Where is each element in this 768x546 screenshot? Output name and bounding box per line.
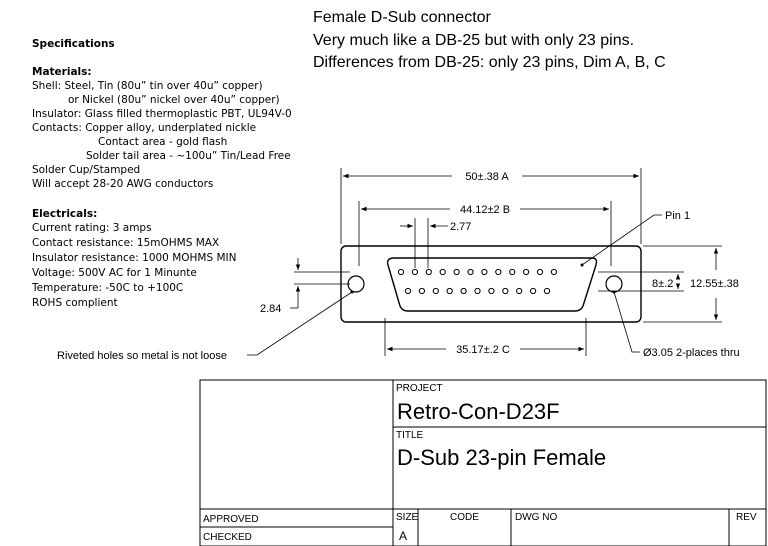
contact-pin: [543, 287, 551, 295]
title-label: TITLE: [396, 430, 424, 441]
pin-row-top: [397, 268, 558, 276]
hole-offset-label: 2.84: [260, 303, 281, 315]
contact-pin: [425, 268, 432, 276]
rivet-leader: [247, 291, 353, 356]
dim-b-label: 44.12±2 B: [460, 204, 510, 216]
material-line: or Nickel (80u” nickel over 40u” copper): [68, 94, 280, 106]
contact-pin: [418, 287, 425, 295]
contact-pin: [523, 268, 530, 276]
material-line: Contacts: Copper alloy, underplated nick…: [32, 122, 257, 134]
electrical-line: Insulator resistance: 1000 MOHMS MIN: [32, 252, 237, 264]
height-label: 12.55±.38: [690, 278, 739, 290]
contact-pin: [397, 268, 405, 276]
insulator-outline: [386, 257, 598, 312]
contact-pin: [439, 268, 446, 276]
specifications-title: Specifications: [32, 38, 115, 50]
contact-pin: [502, 287, 509, 295]
material-line: Contact area - gold flash: [98, 136, 228, 148]
connector-drawing: 50±.38 A 44.12±2 B 35.17±.2 C 2.77 Pin 1…: [57, 168, 740, 362]
contact-pin: [411, 268, 418, 276]
electricals-title: Electricals:: [32, 208, 98, 220]
size-label: SIZE: [396, 512, 419, 523]
project-name: Retro-Con-D23F: [397, 399, 560, 424]
contact-pin: [530, 287, 537, 295]
dim-a-label: 50±.38 A: [465, 171, 509, 183]
pitch-label: 2.77: [450, 221, 471, 233]
material-line: Will accept 28-20 AWG conductors: [32, 178, 214, 190]
contact-pin: [460, 287, 467, 295]
rev-label: REV: [736, 512, 757, 523]
rivet-note: Riveted holes so metal is not loose: [57, 350, 227, 362]
material-line: Insulator: Glass filled thermoplastic PB…: [32, 108, 292, 120]
header-line-1: Female D-Sub connector: [313, 9, 491, 26]
contact-pin: [467, 268, 474, 276]
electrical-line: Current rating: 3 amps: [32, 222, 152, 234]
material-line: Shell: Steel, Tin (80u” tin over 40u” co…: [32, 80, 263, 92]
contact-pin: [536, 268, 544, 276]
header-line-3: Differences from DB-25: only 23 pins, Di…: [313, 54, 666, 71]
row-gap-label: 8±.2: [652, 278, 673, 290]
electrical-line: Temperature: -50C to +100C: [32, 282, 184, 294]
dim-c-label: 35.17±.2 C: [456, 344, 510, 356]
header-line-2: Very much like a DB-25 but with only 23 …: [313, 32, 635, 49]
electrical-line: ROHS complient: [32, 297, 118, 309]
pin1-leader: [581, 214, 662, 266]
contact-pin: [550, 268, 558, 276]
contact-pin: [495, 268, 502, 276]
electrical-line: Voltage: 500V AC for 1 Minunte: [32, 267, 197, 279]
contact-pin: [474, 287, 481, 295]
electrical-line: Contact resistance: 15mOHMS MAX: [32, 237, 220, 249]
hole-leader: [613, 291, 640, 353]
dwg-no-label: DWG NO: [515, 512, 557, 523]
hole-label: Ø3.05 2-places thru: [643, 347, 740, 359]
contact-pin: [488, 287, 495, 295]
pin-row-bottom: [404, 287, 551, 295]
checked-label: CHECKED: [203, 532, 252, 543]
contact-pin: [509, 268, 516, 276]
project-label: PROJECT: [396, 383, 443, 394]
contact-pin: [516, 287, 523, 295]
materials-title: Materials:: [32, 66, 92, 78]
contact-pin: [446, 287, 453, 295]
contact-pin: [432, 287, 439, 295]
approved-label: APPROVED: [203, 514, 259, 525]
contact-pin: [404, 287, 412, 295]
contact-pin: [453, 268, 460, 276]
material-line: Solder tail area - ~100u” Tin/Lead Free: [86, 150, 291, 162]
size-value: A: [399, 529, 407, 543]
pin1-label: Pin 1: [665, 210, 690, 222]
contact-pin: [481, 268, 488, 276]
code-label: CODE: [450, 512, 479, 523]
material-line: Solder Cup/Stamped: [32, 164, 141, 176]
drawing-title: D-Sub 23-pin Female: [397, 445, 606, 470]
